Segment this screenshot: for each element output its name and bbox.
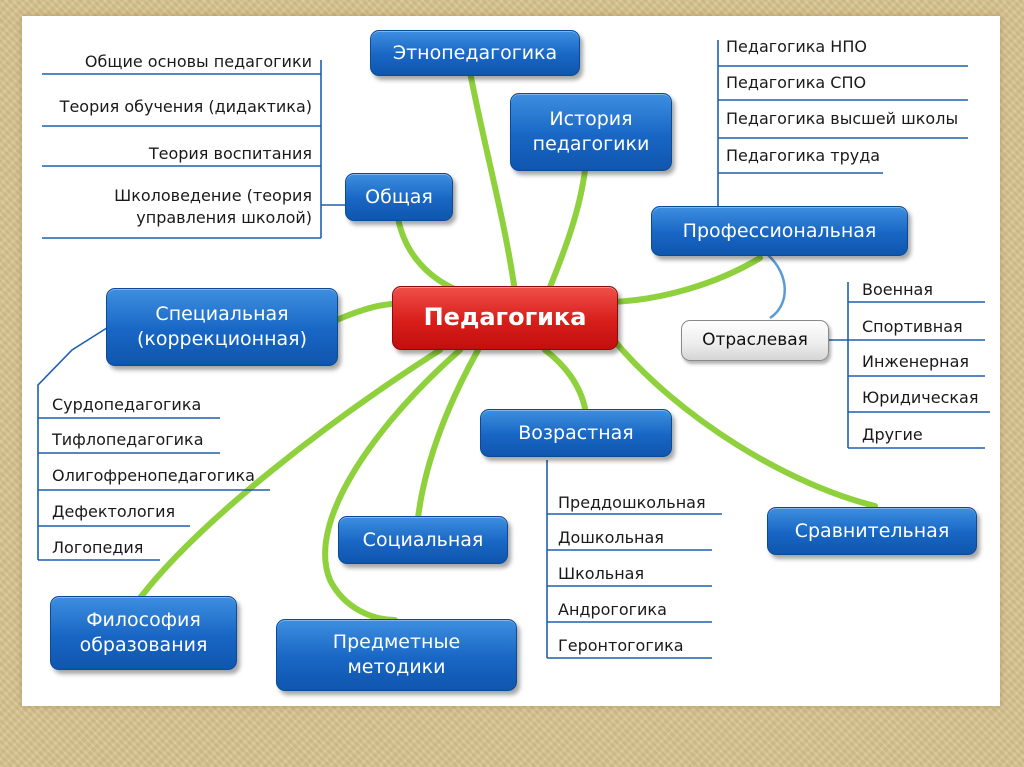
link-philosophy xyxy=(137,347,443,601)
node-pedagogy-root[interactable]: Педагогика xyxy=(392,286,618,350)
special-item: Тифлопедагогика xyxy=(52,430,204,449)
link-general xyxy=(395,215,465,295)
link-methods xyxy=(322,347,463,623)
node-general[interactable]: Общая xyxy=(345,173,453,221)
special-item: Дефектология xyxy=(52,502,176,521)
node-subject-methods[interactable]: Предметные методики xyxy=(276,619,517,691)
professional-item: Педагогика НПО xyxy=(726,37,867,56)
link-age xyxy=(542,347,588,411)
special-item: Сурдопедагогика xyxy=(52,395,202,414)
professional-item: Педагогика высшей школы xyxy=(726,109,959,128)
age-item: Дошкольная xyxy=(558,528,664,547)
link-history xyxy=(545,167,588,295)
link-social xyxy=(415,347,481,521)
sectoral-item: Инженерная xyxy=(862,352,970,371)
node-history[interactable]: История педагогики xyxy=(510,93,672,171)
general-item: Теория обучения (дидактика) xyxy=(59,97,312,116)
node-age[interactable]: Возрастная xyxy=(480,409,672,457)
node-comparative[interactable]: Сравнительная xyxy=(767,507,977,555)
sectoral-item: Другие xyxy=(862,425,923,444)
age-item: Школьная xyxy=(558,564,645,583)
age-item: Преддошкольная xyxy=(558,493,706,512)
node-sectoral[interactable]: Отраслевая xyxy=(681,320,829,361)
sectoral-item: Юридическая xyxy=(862,388,979,407)
special-item: Олигофренопедагогика xyxy=(52,466,255,485)
link-sectoral xyxy=(767,254,786,320)
sectoral-item: Спортивная xyxy=(862,317,963,336)
professional-item: Педагогика труда xyxy=(726,146,881,165)
node-special[interactable]: Специальная (коррекционная) xyxy=(106,288,338,366)
node-social[interactable]: Социальная xyxy=(338,516,508,564)
node-ethnopedagogy[interactable]: Этнопедагогика xyxy=(370,30,580,76)
node-professional[interactable]: Профессиональная xyxy=(651,206,908,256)
general-item: Школоведение (теория управления школой) xyxy=(114,186,312,227)
node-philosophy[interactable]: Философия образования xyxy=(50,596,237,670)
age-item: Андрогогика xyxy=(558,600,667,619)
sectoral-item: Военная xyxy=(862,280,933,299)
age-item: Геронтогогика xyxy=(558,636,684,655)
link-comparative xyxy=(609,335,878,509)
link-special xyxy=(329,301,395,325)
professional-item: Педагогика СПО xyxy=(726,73,867,92)
special-item: Логопедия xyxy=(52,538,144,557)
link-professional xyxy=(609,255,763,305)
link-ethno xyxy=(467,69,518,295)
general-item: Теория воспитания xyxy=(148,144,312,163)
general-item: Общие основы педагогики xyxy=(84,52,312,71)
